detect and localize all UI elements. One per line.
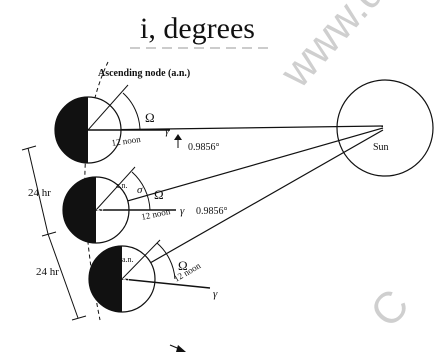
sun-circle	[336, 79, 434, 177]
earth-position-1: γ Ω 12 noon	[54, 84, 170, 164]
an-short-3: a.n.	[122, 255, 134, 264]
earth-position-2: γ N a.n. σ Ω 12 noon	[62, 166, 185, 244]
gamma-symbol-2: γ	[180, 205, 185, 217]
interval-label-1: 24 hr	[28, 187, 51, 199]
interval-dimension-2: 24 hr	[36, 233, 87, 321]
north-symbol-2: N	[96, 207, 104, 219]
omega-symbol-1: Ω	[145, 110, 155, 125]
node-line-1	[87, 84, 129, 131]
watermark-fragment: C	[361, 280, 419, 336]
an-short-2: a.n.	[116, 181, 128, 190]
north-symbol-3: N	[122, 276, 130, 288]
noon-label-2: 12 noon	[140, 206, 171, 222]
earth-position-3: γ N a.n. Ω 12 noon	[88, 239, 218, 313]
gamma-symbol-1: γ	[165, 125, 170, 137]
omega-symbol-2: Ω	[154, 187, 164, 202]
noon-label-1: 12 noon	[111, 134, 142, 148]
interval-dimension-1: 24 hr	[21, 145, 57, 237]
omega-symbol-3: Ω	[178, 258, 188, 273]
gamma-symbol-3: γ	[213, 288, 218, 300]
sun-label: Sun	[373, 142, 389, 153]
angle-label-1: 0.9856°	[188, 142, 220, 153]
sigma-symbol-2: σ	[137, 184, 143, 196]
orbit-arrow-head	[176, 345, 186, 352]
sun-line-bottom	[121, 129, 384, 280]
angle-label-2: 0.9856°	[196, 206, 228, 217]
interval-label-2: 24 hr	[36, 266, 59, 278]
omega-arc-1	[122, 92, 141, 131]
page-title: i, degrees	[140, 12, 255, 45]
ascending-node-label: Ascending node (a.n.)	[98, 68, 190, 79]
sun-line-middle	[95, 127, 384, 211]
